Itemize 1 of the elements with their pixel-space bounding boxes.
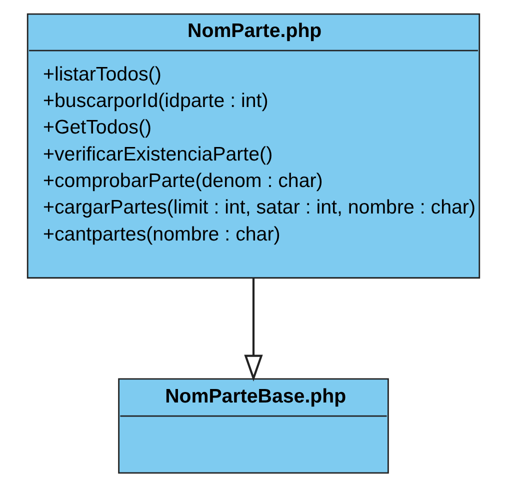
arrow: [244, 278, 262, 382]
